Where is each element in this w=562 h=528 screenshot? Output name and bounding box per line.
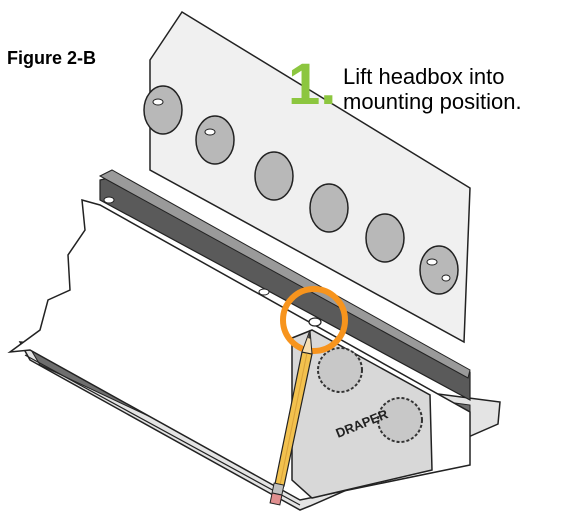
step-instruction-line-1: Lift headbox into [343,64,505,89]
pencil-eraser [269,492,283,506]
end-bracket-gear-1 [317,347,363,393]
tray-rail-1 [24,354,301,506]
screw-hole-3 [103,196,115,204]
screw-hole-5 [426,258,438,266]
screw-hole-4 [258,288,270,296]
screw-hole-6 [441,274,451,282]
mounting-hole-1 [143,85,183,135]
screw-hole-1 [152,98,164,106]
mounting-hole-6 [419,245,459,295]
mounting-hole-2 [195,115,235,165]
pencil-stripe [279,352,308,486]
screw-holes [103,98,451,296]
step-instruction-line-2: mounting position. [343,89,522,114]
screw-hole-2 [204,128,216,136]
highlight-ring [280,286,348,354]
pencil-icon [269,329,313,506]
figure-label: Figure 2-B [7,48,97,68]
mounting-hole-3 [254,151,294,201]
mounting-holes [143,85,459,295]
end-bracket-gear-2 [377,397,423,443]
mounting-hole-4 [309,183,349,233]
step-instruction: Lift headbox into mounting position. [343,64,522,114]
step-number: 1. [288,52,337,117]
marked-hole [308,317,322,327]
mounting-hole-5 [365,213,405,263]
pencil-lead [308,330,311,339]
